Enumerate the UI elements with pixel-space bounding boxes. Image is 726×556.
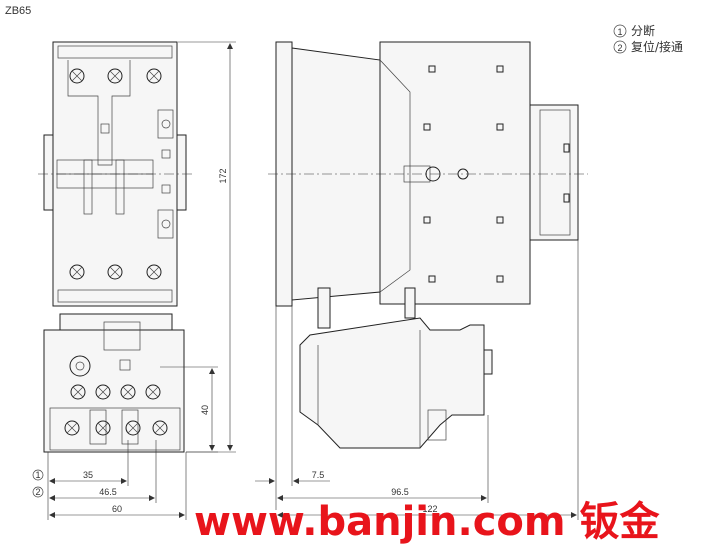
drawing-title: ZB65 bbox=[5, 5, 31, 17]
dim-text-60: 60 bbox=[112, 504, 122, 514]
row-marker-1: 1 bbox=[35, 470, 40, 480]
side-relay bbox=[299, 287, 493, 449]
dim-text-96-5: 96.5 bbox=[391, 487, 409, 497]
contactor-right-rail bbox=[176, 134, 187, 211]
dim-text-46-5: 46.5 bbox=[99, 487, 117, 497]
bracket-slot bbox=[100, 123, 110, 134]
bridge-bracket bbox=[67, 60, 131, 166]
dimension-172: 172 bbox=[178, 41, 236, 453]
legend-text-1: 分断 bbox=[631, 23, 655, 38]
bottom-terminal-plate bbox=[57, 289, 173, 303]
dim-text-172: 172 bbox=[218, 168, 228, 183]
row-marker-circle-2 bbox=[32, 486, 44, 498]
bottom-terminal-screws bbox=[69, 264, 162, 280]
side-view bbox=[275, 41, 579, 449]
dimension-35: 35 bbox=[49, 470, 127, 484]
dim-text-122: 122 bbox=[422, 504, 437, 514]
relay-screws-upper bbox=[70, 384, 161, 400]
legend-text-2: 复位/接通 bbox=[631, 39, 683, 54]
row-marker-2: 2 bbox=[35, 487, 40, 497]
top-terminal-screws bbox=[69, 68, 162, 84]
dimension-60: 60 bbox=[49, 504, 185, 518]
relay-body bbox=[43, 329, 185, 453]
watermark-text: www.banjin.com 钣金 bbox=[194, 499, 660, 545]
side-front-cover bbox=[529, 104, 579, 241]
side-relay-body bbox=[299, 317, 485, 449]
legend-circle-1 bbox=[613, 24, 627, 38]
dimension-122: 122 bbox=[277, 504, 577, 518]
contactor-left-rail bbox=[43, 134, 54, 211]
dimension-7-5: 7.5 bbox=[255, 470, 330, 484]
dimension-96-5: 96.5 bbox=[277, 487, 487, 501]
dimension-40: 40 bbox=[160, 366, 218, 453]
dimension-46-5: 46.5 bbox=[49, 487, 155, 501]
dim-text-7-5: 7.5 bbox=[312, 470, 325, 480]
relay-test-button bbox=[119, 359, 131, 371]
side-markers bbox=[423, 65, 570, 283]
relay-reset-slot bbox=[103, 321, 141, 351]
side-contactor-body bbox=[379, 41, 531, 305]
front-view-relay bbox=[43, 313, 185, 453]
aux-contact-lower bbox=[157, 209, 174, 239]
relay-terminal-block bbox=[49, 407, 181, 451]
legend-circle-2 bbox=[613, 40, 627, 54]
row-marker-circle-1 bbox=[32, 469, 44, 481]
top-terminal-plate bbox=[57, 45, 173, 59]
legend-number-1: 1 bbox=[617, 27, 622, 37]
aux-contact-upper bbox=[157, 109, 174, 139]
legend-number-2: 2 bbox=[617, 43, 622, 53]
legend: 1 分断 2 复位/接通 bbox=[613, 23, 683, 54]
dim-text-40: 40 bbox=[200, 405, 210, 415]
dim-text-35: 35 bbox=[83, 470, 93, 480]
relay-dial bbox=[69, 355, 91, 377]
